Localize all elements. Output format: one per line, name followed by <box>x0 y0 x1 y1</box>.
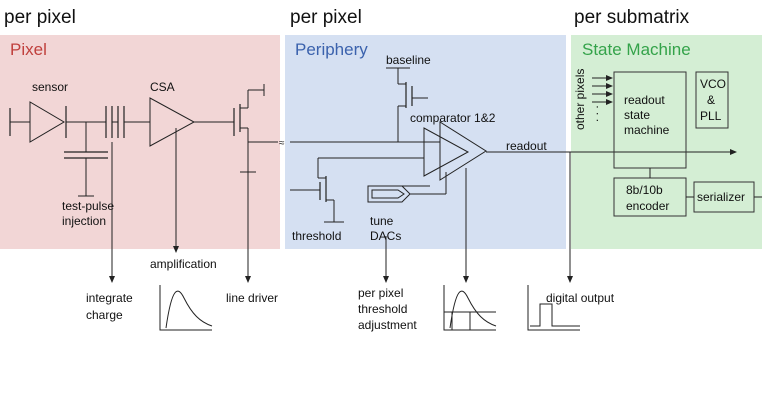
integrate-label-line2: charge <box>86 308 123 322</box>
rsm-label-line2: state <box>624 108 650 122</box>
tune-label-line1: tune <box>370 214 394 228</box>
column-header-per-submatrix: per submatrix <box>574 7 690 28</box>
digital-output-label: digital output <box>546 291 615 305</box>
other-pixels-arrows <box>592 75 613 105</box>
csa-amplifier-icon <box>149 97 196 147</box>
test-pulse-label-line1: test-pulse <box>62 199 114 213</box>
threshold-label: threshold <box>292 229 341 243</box>
rsm-label-line1: readout <box>624 93 665 107</box>
csa-label: CSA <box>150 80 175 94</box>
other-pixels-label: other pixels <box>573 69 587 130</box>
baseline-label: baseline <box>386 53 431 67</box>
wire-break-glyph: ≈ <box>279 138 285 149</box>
test-pulse-label-line2: injection <box>62 214 106 228</box>
sensor-label: sensor <box>32 80 68 94</box>
vco-label-line1: VCO <box>700 77 726 91</box>
pulse-waveform-icon <box>159 285 213 331</box>
column-header-per-pixel-2: per pixel <box>290 7 362 28</box>
comparator-waveform-icon <box>443 285 497 331</box>
encoder-label-line1: 8b/10b <box>626 183 663 197</box>
vco-pll-box <box>695 71 729 129</box>
encoder-label-line2: encoder <box>626 199 669 213</box>
readout-label: readout <box>506 139 547 153</box>
test-pulse-capacitor-icon <box>64 122 108 197</box>
pixel-region-title: Pixel <box>10 40 47 59</box>
rsm-label-line3: machine <box>624 123 670 137</box>
vco-label-line3: PLL <box>700 109 722 123</box>
other-pixels-dots: . . . <box>587 105 601 122</box>
column-header-per-pixel-1: per pixel <box>4 7 76 28</box>
diode-icon <box>9 101 106 143</box>
digital-waveform-icon <box>527 285 580 331</box>
comparator-label: comparator 1&2 <box>410 111 496 125</box>
comparator-icon <box>423 121 487 181</box>
line-driver-label: line driver <box>226 291 278 305</box>
integrate-label-line1: integrate <box>86 291 133 305</box>
ppta-label-line3: adjustment <box>358 318 417 332</box>
state-machine-region <box>571 35 762 249</box>
periphery-region-title: Periphery <box>295 40 368 59</box>
vco-label-line2: & <box>707 93 715 107</box>
pixel-region <box>0 35 280 249</box>
state-machine-region-title: State Machine <box>582 40 691 59</box>
amplification-label: amplification <box>150 257 217 271</box>
ppta-label-line2: threshold <box>358 302 407 316</box>
ppta-label-line1: per pixel <box>358 286 403 300</box>
dac-icon <box>367 185 411 203</box>
serializer-label: serializer <box>697 190 745 204</box>
